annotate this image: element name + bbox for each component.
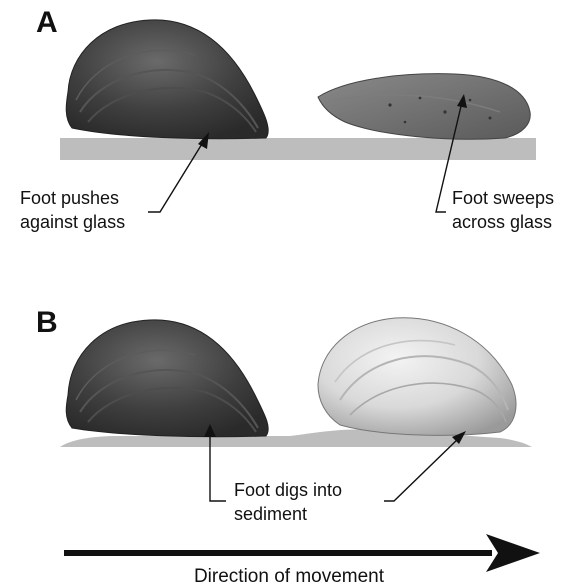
callout-foot-digs-line2: sediment: [234, 504, 307, 524]
glass-surface: [60, 138, 536, 160]
panel-b-letter: B: [36, 306, 58, 339]
panel-b: B Foot digs into sediment: [36, 306, 532, 524]
direction-label: Direction of movement: [194, 566, 385, 586]
panel-a: A Foot pushes against glass: [20, 6, 554, 232]
callout-foot-pushes-line2: against glass: [20, 212, 125, 232]
mussel-shell-grey-a: [318, 74, 530, 140]
callout-foot-pushes-line1: Foot pushes: [20, 188, 119, 208]
mussel-shell-pale-b: [318, 318, 516, 436]
callout-foot-sweeps-line2: across glass: [452, 212, 552, 232]
panel-a-letter: A: [36, 6, 58, 39]
callout-foot-digs-line1: Foot digs into: [234, 480, 342, 500]
mussel-shell-dark-a: [66, 20, 268, 139]
callout-foot-sweeps-line1: Foot sweeps: [452, 188, 554, 208]
mussel-shell-dark-b: [66, 320, 268, 437]
